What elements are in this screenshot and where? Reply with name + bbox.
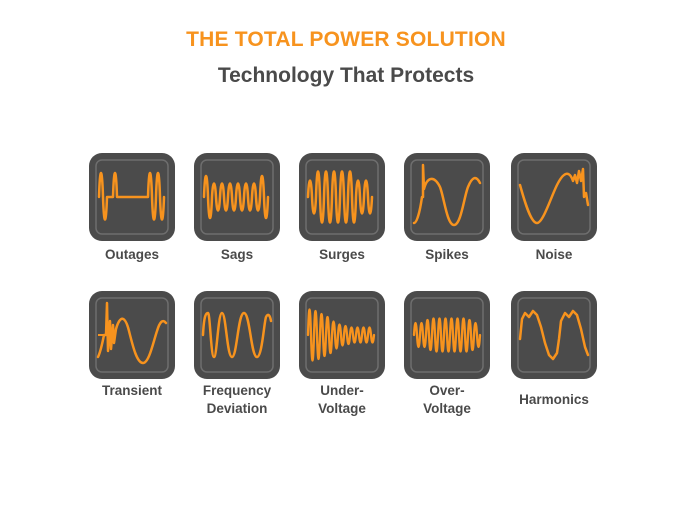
caption-surges: Surges — [319, 247, 365, 262]
caption-over-voltage: Over- Voltage — [423, 383, 471, 416]
caption-transient: Transient — [101, 383, 163, 398]
caption-sags: Sags — [220, 247, 254, 262]
noise-waveform-icon — [517, 159, 591, 235]
spikes-tile — [404, 153, 490, 241]
under-voltage-tile — [299, 291, 385, 379]
under-voltage-waveform-icon — [305, 297, 379, 373]
noise-tile — [511, 153, 597, 241]
harmonics-tile — [511, 291, 597, 379]
caption-under-voltage: Under- Voltage — [318, 383, 366, 416]
transient-tile — [89, 291, 175, 379]
frequency-deviation-waveform-icon — [200, 297, 274, 373]
over-voltage-tile — [404, 291, 490, 379]
over-voltage-waveform-icon — [410, 297, 484, 373]
page-subtitle: Technology That Protects — [217, 64, 475, 87]
caption-harmonics: Harmonics — [519, 392, 589, 407]
spike-waveform-icon — [410, 159, 484, 235]
harmonics-waveform-icon — [517, 297, 591, 373]
frequency-deviation-tile — [194, 291, 280, 379]
sags-tile — [194, 153, 280, 241]
caption-spikes: Spikes — [425, 247, 469, 262]
page-title: THE TOTAL POWER SOLUTION — [186, 28, 506, 51]
surges-tile — [299, 153, 385, 241]
outage-waveform-icon — [95, 159, 169, 235]
transient-waveform-icon — [95, 297, 169, 373]
caption-noise: Noise — [535, 247, 573, 262]
outages-tile — [89, 153, 175, 241]
caption-outages: Outages — [104, 247, 159, 262]
sag-waveform-icon — [200, 159, 274, 235]
caption-frequency-deviation: Frequency Deviation — [202, 383, 272, 416]
surge-waveform-icon — [305, 159, 379, 235]
